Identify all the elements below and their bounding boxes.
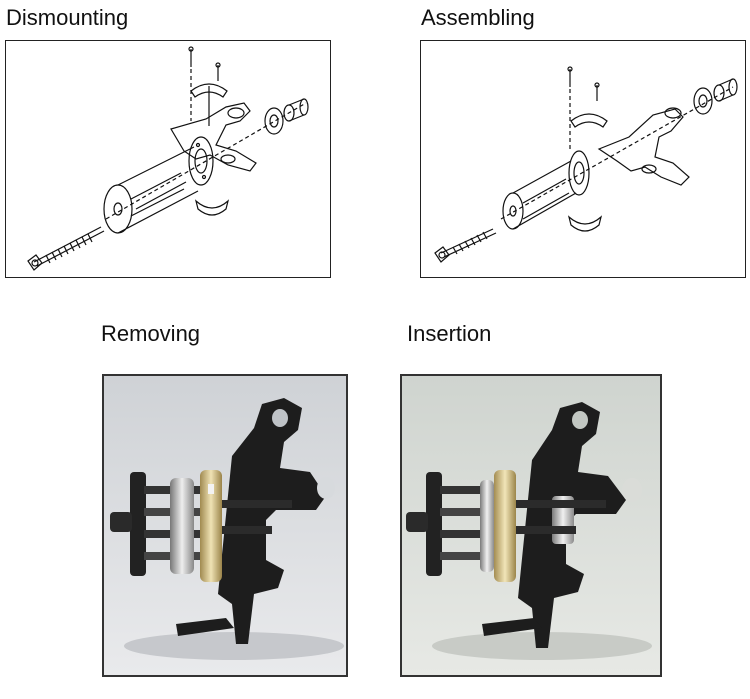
dismounting-label: Dismounting — [6, 5, 129, 30]
puller-plate — [103, 146, 199, 234]
insertion-photo — [400, 374, 662, 677]
steering-knuckle — [170, 102, 257, 172]
upper-clamp — [570, 113, 608, 128]
lower-clamp — [194, 199, 230, 216]
threaded-bolt — [27, 226, 105, 271]
wheel-bearing — [693, 87, 713, 115]
dismounting-drawing — [5, 40, 331, 278]
adapter-sleeve — [283, 98, 309, 122]
removing-photo — [102, 374, 348, 677]
threaded-bolt — [434, 228, 497, 263]
steering-knuckle — [597, 107, 690, 186]
top-screws — [188, 46, 221, 81]
puller-plate — [502, 160, 577, 230]
removing-tool-image — [104, 376, 346, 675]
removing-label: Removing — [101, 321, 201, 346]
lower-clamp — [567, 215, 603, 232]
insertion-label: Insertion — [407, 321, 492, 346]
assembling-exploded-diagram — [434, 66, 738, 263]
assembling-drawing — [420, 40, 746, 278]
hub-flange — [568, 150, 590, 196]
adapter-sleeve — [713, 78, 738, 102]
hub-flange — [188, 136, 214, 186]
wheel-bearing — [264, 107, 284, 135]
upper-clamp — [190, 83, 228, 98]
top-screws — [567, 66, 600, 101]
assembling-label: Assembling — [421, 5, 535, 30]
insertion-tool-image — [402, 376, 660, 675]
dismounting-exploded-diagram — [27, 46, 309, 271]
